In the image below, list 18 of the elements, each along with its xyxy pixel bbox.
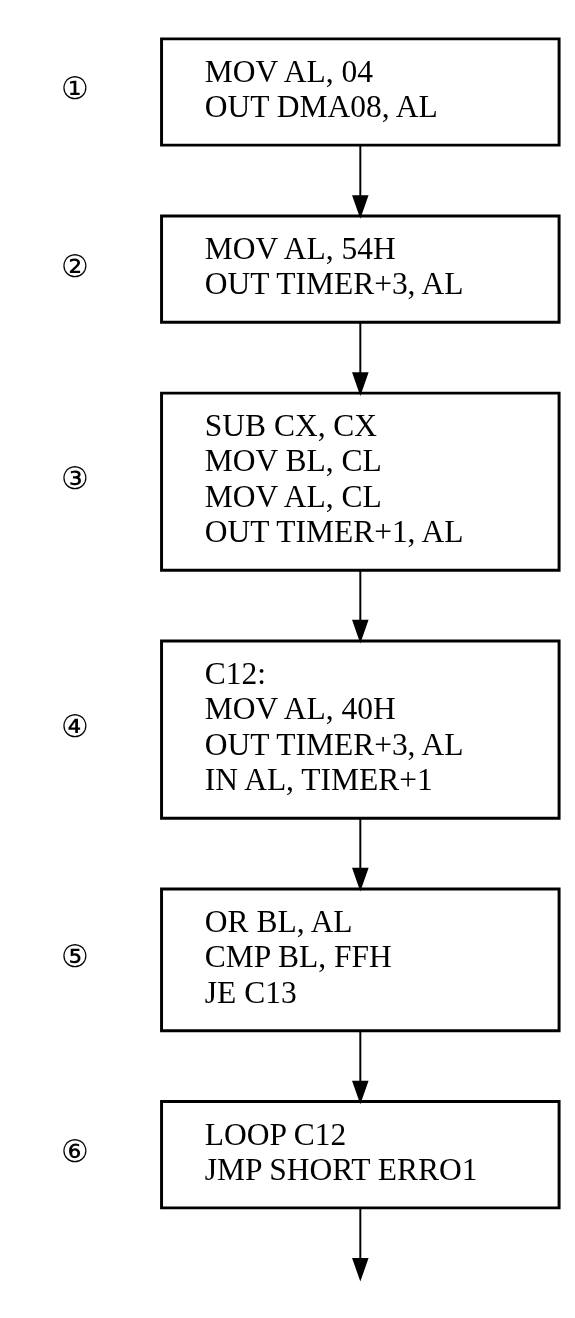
arrow <box>352 816 369 891</box>
arrow <box>352 1029 369 1104</box>
node-box: MOV AL, 04 OUT DMA08, AL <box>160 36 561 147</box>
node-label: ② <box>60 248 89 284</box>
node-label: ① <box>60 70 89 106</box>
node-label: ⑤ <box>60 938 89 974</box>
node-label: ③ <box>60 460 89 496</box>
node-label: ④ <box>60 708 89 744</box>
arrow <box>352 568 369 643</box>
arrow <box>352 1206 369 1282</box>
node-box: LOOP C12 JMP SHORT ERRO1 <box>160 1099 561 1209</box>
node-box: MOV AL, 54H OUT TIMER+3, AL <box>160 214 561 324</box>
node-box: C12: MOV AL, 40H OUT TIMER+3, AL IN AL, TIMER+1 <box>160 639 561 820</box>
node-label: ⑥ <box>60 1133 89 1169</box>
node-box: OR BL, AL CMP BL, FFH JE C13 <box>160 887 561 1032</box>
arrow <box>352 144 369 219</box>
arrow <box>352 321 369 396</box>
node-box: SUB CX, CX MOV BL, CL MOV AL, CL OUT TIMER+1, AL <box>160 391 561 572</box>
